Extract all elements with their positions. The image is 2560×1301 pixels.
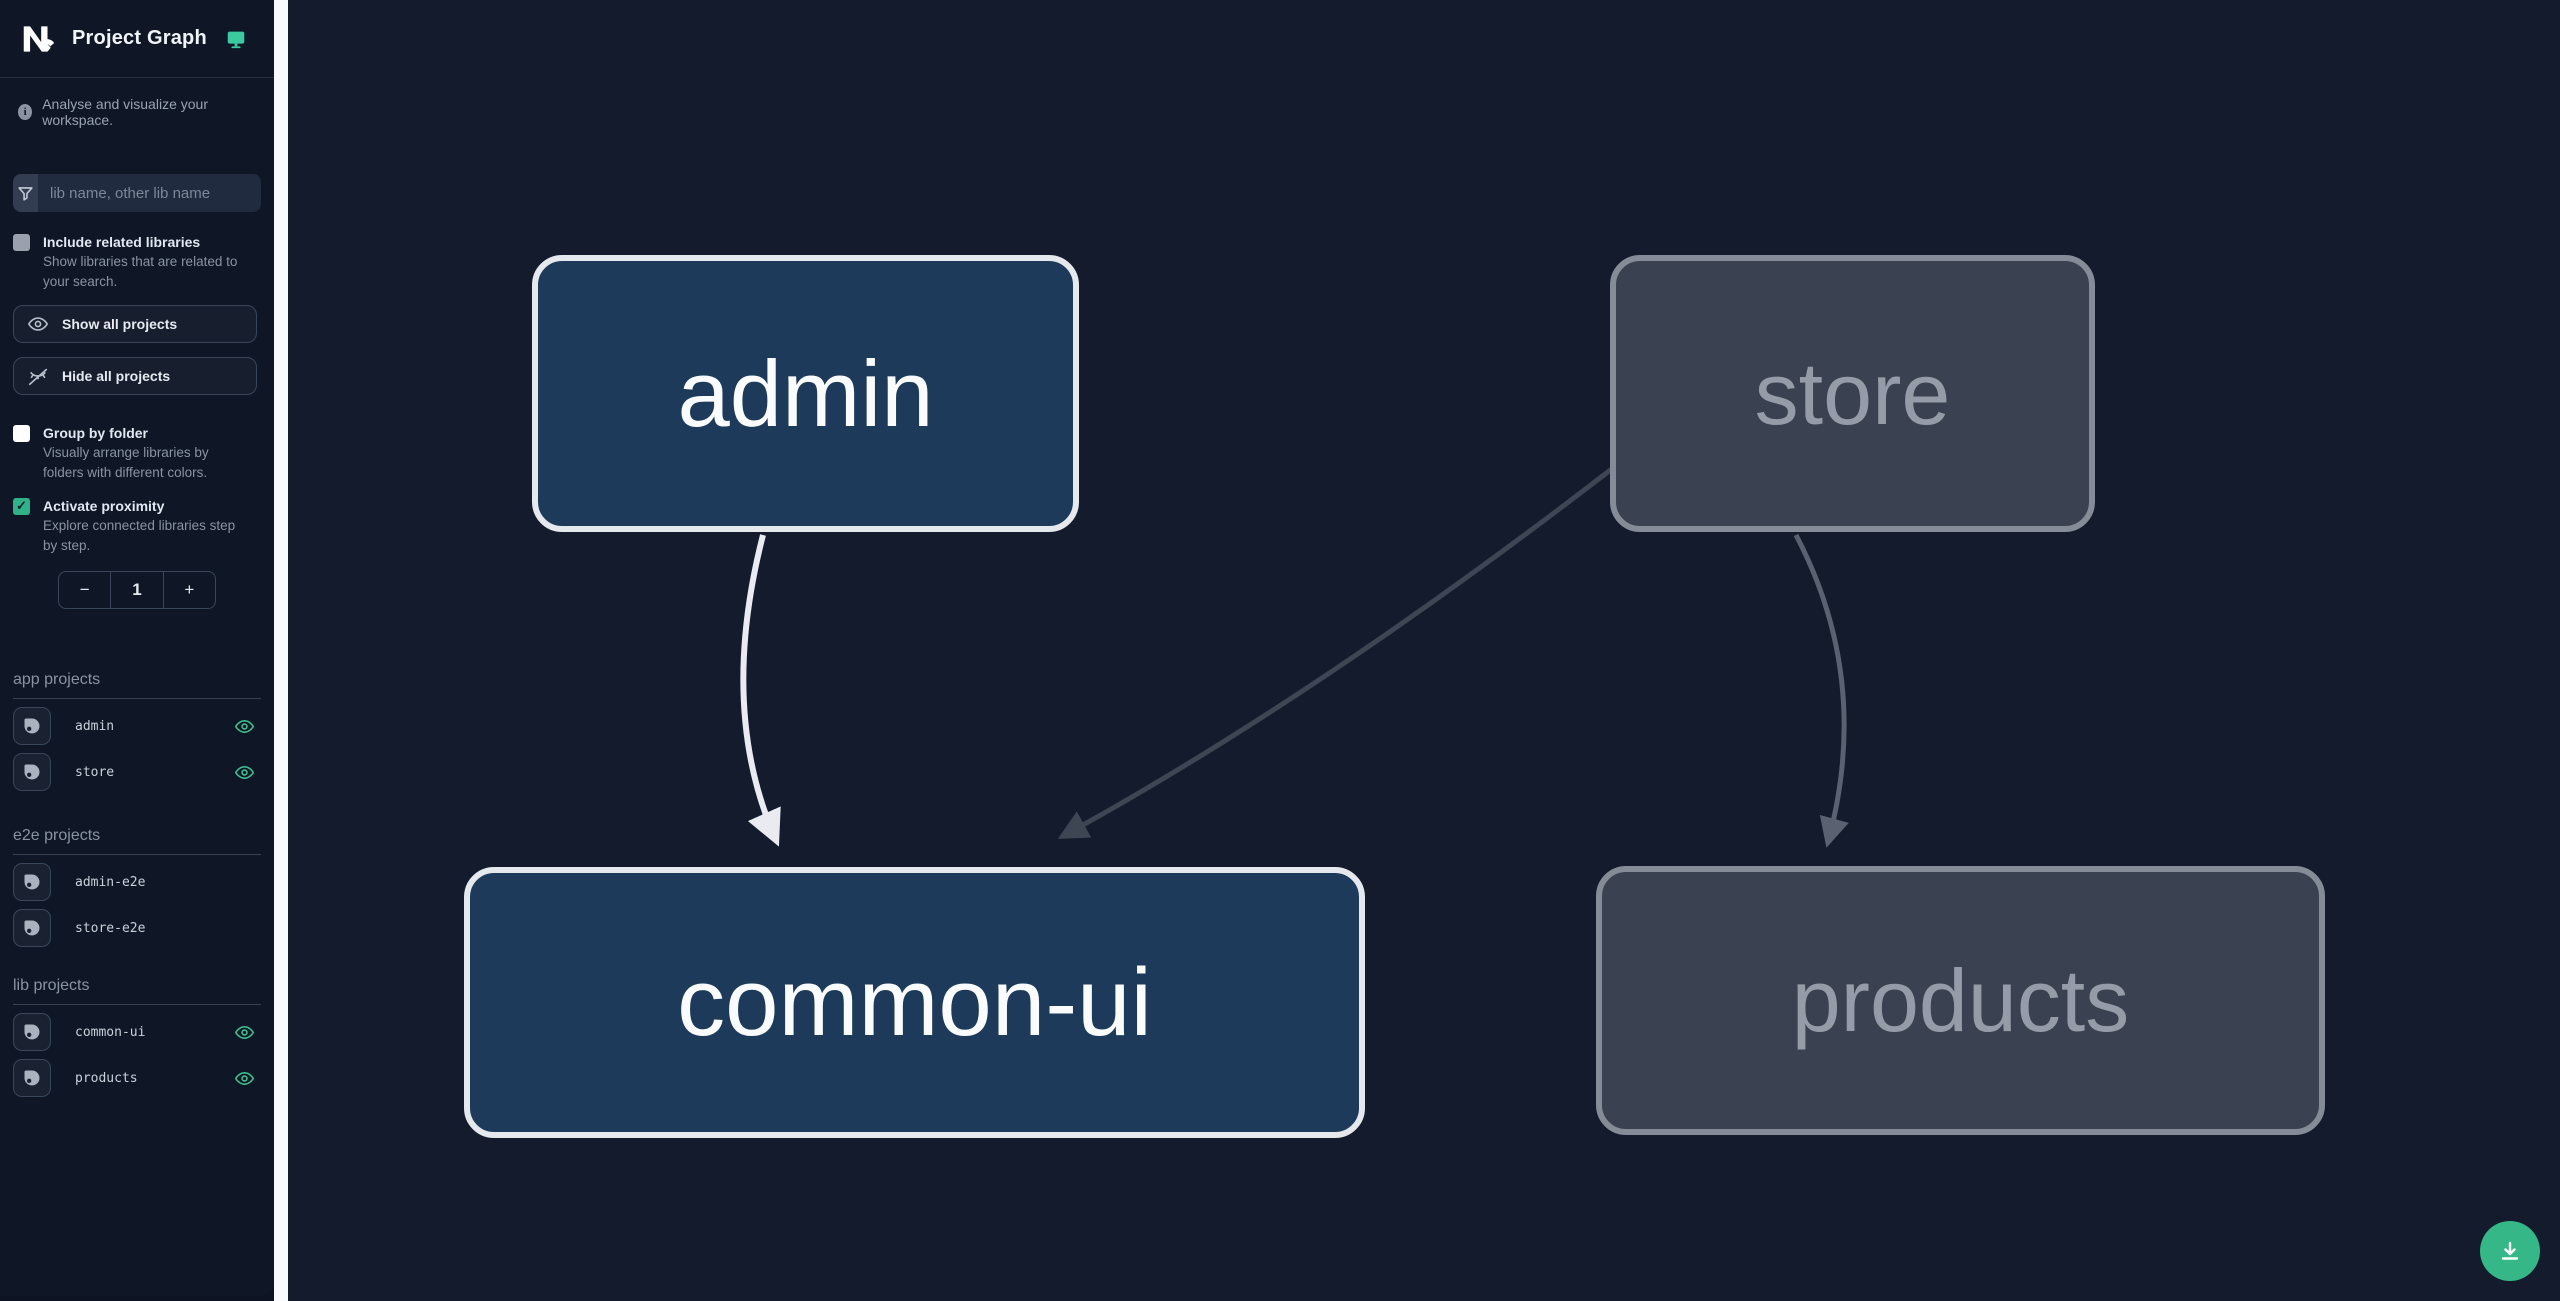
project-row-admin: admin — [13, 707, 261, 746]
group-by-folder-description: Visually arrange libraries by folders wi… — [43, 445, 209, 480]
edge-store-to-common-ui — [1057, 466, 1615, 839]
graph-canvas[interactable]: admin store common-ui products — [288, 0, 2560, 1301]
intro-text: Analyse and visualize your workspace. — [42, 96, 208, 128]
include-related-option: Include related libraries Show libraries… — [13, 232, 261, 291]
toggle-visibility-eye-icon[interactable] — [234, 762, 255, 783]
proximity-decrement-button[interactable]: − — [79, 580, 90, 600]
focus-icon — [24, 1024, 40, 1040]
project-row-store: store — [13, 753, 261, 792]
show-all-projects-button[interactable]: Show all projects — [13, 305, 257, 344]
edge-store-to-products — [1793, 533, 1849, 848]
activate-proximity-option: Activate proximity Explore connected lib… — [13, 496, 261, 555]
proximity-value[interactable]: 1 — [110, 572, 164, 609]
include-related-description: Show libraries that are related to your … — [43, 254, 238, 289]
download-icon — [2501, 1241, 2519, 1260]
focus-icon — [24, 874, 40, 890]
funnel-icon — [13, 174, 38, 212]
graph-edges — [740, 466, 1849, 848]
activate-proximity-checkbox[interactable] — [13, 498, 30, 516]
graph-node-common-ui[interactable]: common-ui — [464, 867, 1365, 1138]
include-related-checkbox[interactable] — [13, 234, 30, 251]
project-name: products — [75, 1070, 138, 1086]
focus-icon — [24, 764, 40, 780]
activate-proximity-label: Activate proximity — [43, 498, 165, 515]
focus-project-button[interactable] — [13, 909, 51, 948]
project-name: store-e2e — [75, 920, 146, 936]
focus-icon — [24, 718, 40, 734]
info-icon: i — [18, 104, 33, 120]
focus-project-button[interactable] — [13, 863, 51, 902]
graph-node-admin[interactable]: admin — [532, 255, 1079, 532]
project-row-products: products — [13, 1059, 261, 1098]
sidebar: Project Graph i Analyse and visualize yo… — [0, 0, 274, 1296]
sidebar-header: Project Graph — [0, 0, 274, 78]
project-name: common-ui — [75, 1024, 146, 1040]
toggle-visibility-eye-icon[interactable] — [234, 716, 255, 737]
download-graph-button[interactable] — [2480, 1221, 2540, 1281]
page-title: Project Graph — [72, 27, 207, 49]
focus-icon — [24, 920, 40, 936]
show-all-projects-label: Show all projects — [62, 316, 178, 333]
project-row-store-e2e: store-e2e — [13, 909, 261, 948]
eye-off-icon — [28, 368, 48, 386]
project-row-common-ui: common-ui — [13, 1013, 261, 1052]
filter-input[interactable] — [38, 174, 261, 212]
focus-icon — [24, 1070, 40, 1086]
section-e2e-projects: e2e projects — [13, 827, 261, 856]
project-name: admin — [75, 718, 115, 734]
hide-all-projects-button[interactable]: Hide all projects — [13, 357, 257, 396]
focus-project-button[interactable] — [13, 707, 51, 746]
hide-all-projects-label: Hide all projects — [62, 368, 171, 385]
graph-node-store[interactable]: store — [1610, 255, 2095, 532]
intro-row: i Analyse and visualize your workspace. — [18, 96, 256, 128]
group-by-folder-checkbox[interactable] — [13, 425, 30, 443]
toggle-visibility-eye-icon[interactable] — [234, 1068, 255, 1089]
filter-bar — [13, 174, 261, 212]
edge-admin-to-common-ui — [740, 534, 781, 847]
nx-logo-icon — [18, 19, 58, 59]
group-by-folder-option: Group by folder Visually arrange librari… — [13, 423, 261, 482]
activate-proximity-description: Explore connected libraries step by step… — [43, 518, 236, 553]
eye-icon — [27, 317, 49, 331]
sidebar-divider — [274, 0, 288, 1301]
project-name: store — [75, 764, 115, 780]
proximity-stepper: − 1 + — [58, 571, 216, 610]
group-by-folder-label: Group by folder — [43, 425, 148, 442]
project-row-admin-e2e: admin-e2e — [13, 863, 261, 902]
monitor-icon[interactable] — [225, 28, 247, 50]
focus-project-button[interactable] — [13, 1059, 51, 1098]
toggle-visibility-eye-icon[interactable] — [234, 1022, 255, 1043]
section-app-projects: app projects — [13, 671, 261, 700]
include-related-label: Include related libraries — [43, 234, 201, 250]
proximity-increment-button[interactable]: + — [184, 580, 195, 600]
focus-project-button[interactable] — [13, 1013, 51, 1052]
project-name: admin-e2e — [75, 874, 146, 890]
focus-project-button[interactable] — [13, 753, 51, 792]
section-lib-projects: lib projects — [13, 977, 261, 1006]
graph-node-products[interactable]: products — [1596, 866, 2325, 1135]
